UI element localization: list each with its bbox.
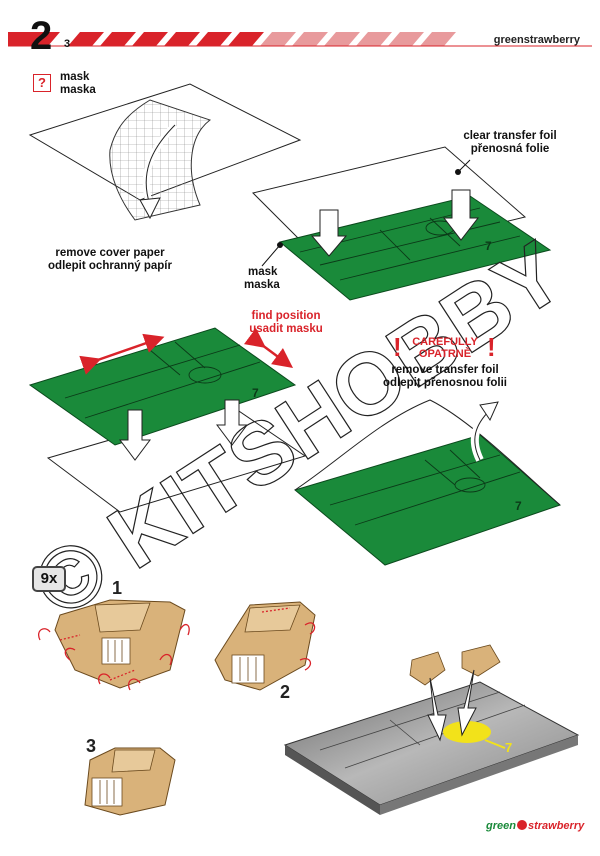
find-position-label-cz: usadit masku [249, 323, 323, 335]
remove-foil-label-en: remove transfer foil [391, 364, 499, 376]
remove-foil-label-cz: odlepit přenosnou folii [383, 377, 507, 389]
final-plate-illustration: 7 [283, 644, 580, 815]
clear-foil-label-cz: přenosná folie [470, 143, 550, 155]
mask-label-en: mask [248, 266, 278, 278]
remove-foil-illustration: 7 [293, 399, 561, 566]
footer-brand-right: strawberry [527, 820, 585, 832]
assembly-step-3: 3 [86, 736, 97, 756]
assembly-step-1: 1 [112, 578, 123, 598]
header-brand: greenstrawberry [493, 34, 580, 46]
find-position-illustration: 7 [28, 327, 307, 513]
mask-label-cz: maska [244, 279, 280, 291]
assembly-step-2: 2 [280, 682, 291, 702]
header-stripes [8, 32, 592, 47]
assembly-part-2 [214, 601, 316, 691]
warning-icon-right: ! [487, 332, 496, 362]
step-number: 2 [30, 14, 53, 58]
cover-paper-illustration [28, 83, 302, 221]
legend-line-1: mask [60, 71, 90, 83]
quantity-badge: 9x [32, 566, 66, 592]
carefully-label-en: CAREFULLY [412, 336, 478, 348]
clear-foil-label-en: clear transfer foil [463, 130, 557, 142]
plate-number-2: 7 [252, 386, 259, 400]
strawberry-icon [516, 820, 527, 830]
plate-number-1: 7 [485, 239, 492, 253]
remove-cover-label-en: remove cover paper [55, 247, 165, 259]
question-mark-icon: ? [33, 74, 51, 92]
plate-number-4: 7 [505, 740, 512, 755]
footer-brand-left: green [486, 820, 516, 832]
assembly-part-3 [84, 747, 176, 816]
legend-line-2: maska [60, 84, 96, 96]
step-sub-number: 3 [64, 38, 71, 50]
footer-brand: green strawberry [486, 820, 584, 832]
carefully-label-cz: OPATRNĚ [418, 348, 472, 360]
plate-number-3: 7 [515, 499, 522, 513]
assembly-part-1 [38, 599, 190, 691]
warning-icon-left: ! [393, 332, 402, 362]
transfer-foil-illustration: 7 [252, 146, 552, 301]
find-position-label-en: find position [251, 310, 321, 322]
remove-cover-label-cz: odlepit ochranný papír [48, 260, 172, 272]
